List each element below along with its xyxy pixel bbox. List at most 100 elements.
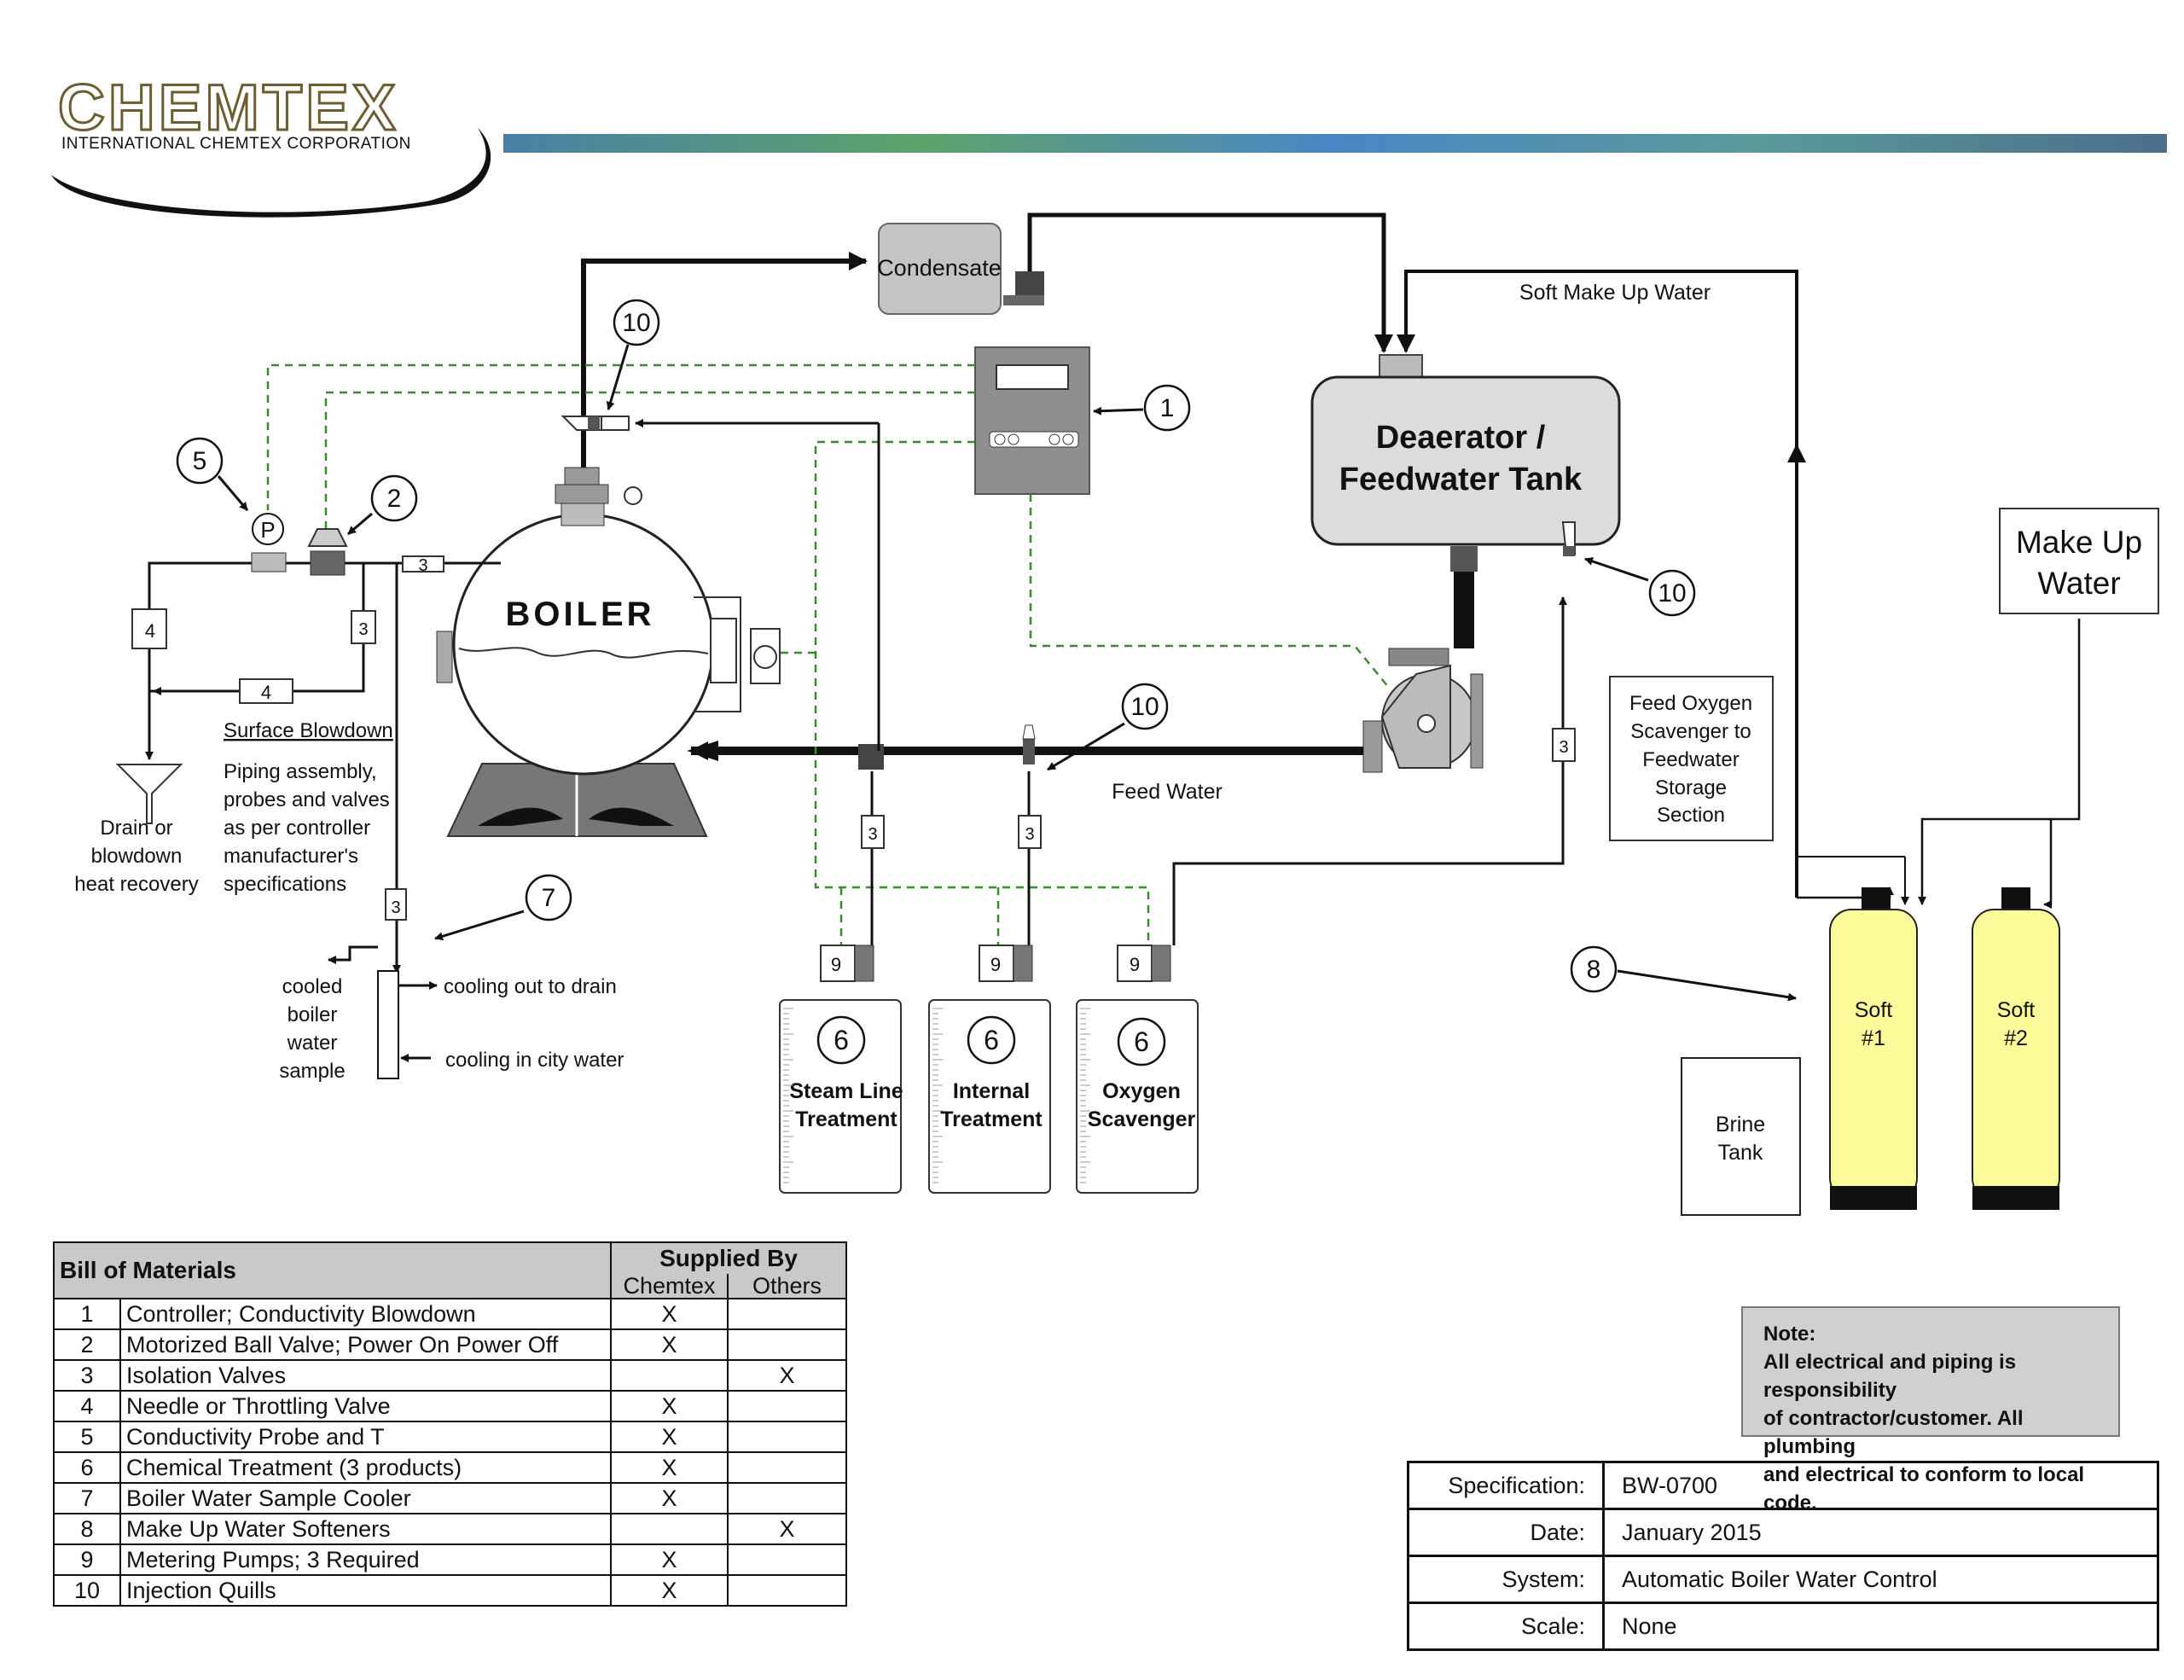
svg-text:8: 8: [1587, 956, 1601, 984]
svg-text:10: 10: [622, 309, 650, 337]
piping-note: Piping assembly, probes and valves as pe…: [224, 760, 390, 896]
bom-num: 10: [53, 1574, 121, 1607]
callout-2: [370, 474, 418, 522]
bom-num: 5: [53, 1421, 121, 1453]
deaerator-label-1: Deaerator /: [1376, 420, 1546, 456]
svg-text:3: 3: [358, 620, 368, 639]
svg-text:Feedwater: Feedwater: [1642, 748, 1739, 771]
callout-10-feedwater: [1121, 683, 1169, 730]
bill-of-materials: Bill of Materials Supplied By Chemtex Ot…: [53, 1241, 848, 1607]
svg-text:specifications: specifications: [224, 873, 346, 896]
bom-num: 7: [53, 1482, 121, 1514]
motorized-valve: [310, 550, 346, 576]
scale-label: Scale:: [1407, 1602, 1605, 1651]
chemical-tank-oxygen: 6 Oxygen Scavenger: [1076, 999, 1199, 1194]
metering-pump-1: 9: [820, 945, 874, 982]
callout-7: [525, 874, 572, 921]
svg-text:Soft: Soft: [1997, 998, 2036, 1022]
svg-text:Water: Water: [2037, 566, 2120, 601]
svg-text:Storage: Storage: [1655, 776, 1727, 799]
svg-text:Tank: Tank: [1718, 1141, 1763, 1165]
bom-others: [726, 1451, 848, 1484]
bom-num: 8: [53, 1513, 121, 1545]
brine-tank: Brine Tank: [1681, 1057, 1801, 1216]
probe-tee: [251, 552, 287, 573]
bom-item: Conductivity Probe and T: [119, 1421, 612, 1453]
spec-label: Specification:: [1407, 1461, 1605, 1510]
boiler: BOILER: [436, 467, 781, 837]
bom-num: 3: [53, 1359, 121, 1392]
control-wires: [266, 363, 1390, 954]
tank-gauge-ticks: [783, 1008, 1090, 1183]
make-up-feed-line: [2043, 619, 2081, 909]
system-label: System:: [1407, 1555, 1605, 1604]
svg-text:Treatment: Treatment: [940, 1107, 1043, 1131]
cooling-out-label: cooling out to drain: [444, 975, 617, 998]
softener-2: Soft #2: [1972, 887, 2060, 1210]
callout-10-steam: [613, 299, 660, 346]
bom-item: Boiler Water Sample Cooler: [119, 1482, 612, 1514]
bom-others: [726, 1574, 848, 1607]
condensate-return-line: [1027, 212, 1393, 353]
bom-chemtex: [610, 1513, 729, 1545]
date-label: Date:: [1407, 1508, 1605, 1557]
condensate-pump: [1015, 271, 1044, 299]
bom-num: 9: [53, 1543, 121, 1576]
callout-10-deaerator: [1648, 569, 1696, 617]
chemical-tank-steam-line: 6 Steam Line Treatment: [779, 999, 903, 1194]
bom-item: Chemical Treatment (3 products): [119, 1451, 612, 1484]
drain-label: Drain or blowdown heat recovery: [74, 817, 198, 896]
condensate-tank: Condensate: [877, 223, 1044, 315]
callout-1: [1143, 384, 1191, 432]
chemical-tank-internal: 6 Internal Treatment: [928, 999, 1051, 1194]
bom-item: Isolation Valves: [119, 1359, 612, 1392]
title-block: Specification: BW-0700 Date: January 201…: [1407, 1461, 2159, 1651]
bom-others: [726, 1543, 848, 1576]
date-value: January 2015: [1602, 1508, 2159, 1557]
bom-num: 2: [53, 1328, 121, 1361]
isolation-valve-label-a: 3: [418, 556, 427, 575]
cooled-sample-label: cooled boiler water sample: [279, 975, 345, 1083]
deaerator-tank: Deaerator / Feedwater Tank: [1310, 354, 1621, 648]
condensate-label: Condensate: [877, 255, 1002, 281]
sample-cooler: [377, 970, 399, 1079]
boiler-label: BOILER: [505, 596, 654, 633]
bom-others: [726, 1298, 848, 1330]
bom-others: X: [726, 1359, 848, 1392]
svg-text:10: 10: [1658, 579, 1686, 607]
bom-others: [726, 1482, 848, 1514]
svg-text:10: 10: [1130, 693, 1159, 721]
svg-text:#2: #2: [2004, 1026, 2028, 1050]
svg-text:Treatment: Treatment: [795, 1107, 897, 1131]
svg-text:3: 3: [1559, 738, 1568, 757]
svg-text:boiler: boiler: [288, 1003, 338, 1026]
svg-text:4: 4: [145, 620, 155, 642]
controller: [974, 346, 1090, 495]
logo-brand: CHEMTEX: [58, 72, 399, 144]
bom-item: Metering Pumps; 3 Required: [119, 1543, 612, 1576]
svg-text:Soft: Soft: [1855, 998, 1893, 1022]
svg-text:6: 6: [1134, 1026, 1149, 1057]
svg-text:sample: sample: [279, 1060, 345, 1083]
svg-text:6: 6: [984, 1025, 999, 1055]
header-stripe: [503, 134, 2167, 153]
drain-funnel-icon: [115, 764, 183, 824]
svg-text:5: 5: [193, 447, 207, 475]
svg-text:probes and valves: probes and valves: [224, 788, 390, 811]
svg-text:4: 4: [261, 682, 271, 703]
svg-text:Drain or: Drain or: [100, 817, 172, 840]
surface-blowdown-label: Surface Blowdown: [224, 719, 393, 742]
spec-value: BW-0700: [1602, 1461, 2159, 1510]
svg-text:#1: #1: [1862, 1026, 1885, 1050]
svg-text:Piping assembly,: Piping assembly,: [224, 760, 377, 783]
bom-num: 1: [53, 1298, 121, 1330]
